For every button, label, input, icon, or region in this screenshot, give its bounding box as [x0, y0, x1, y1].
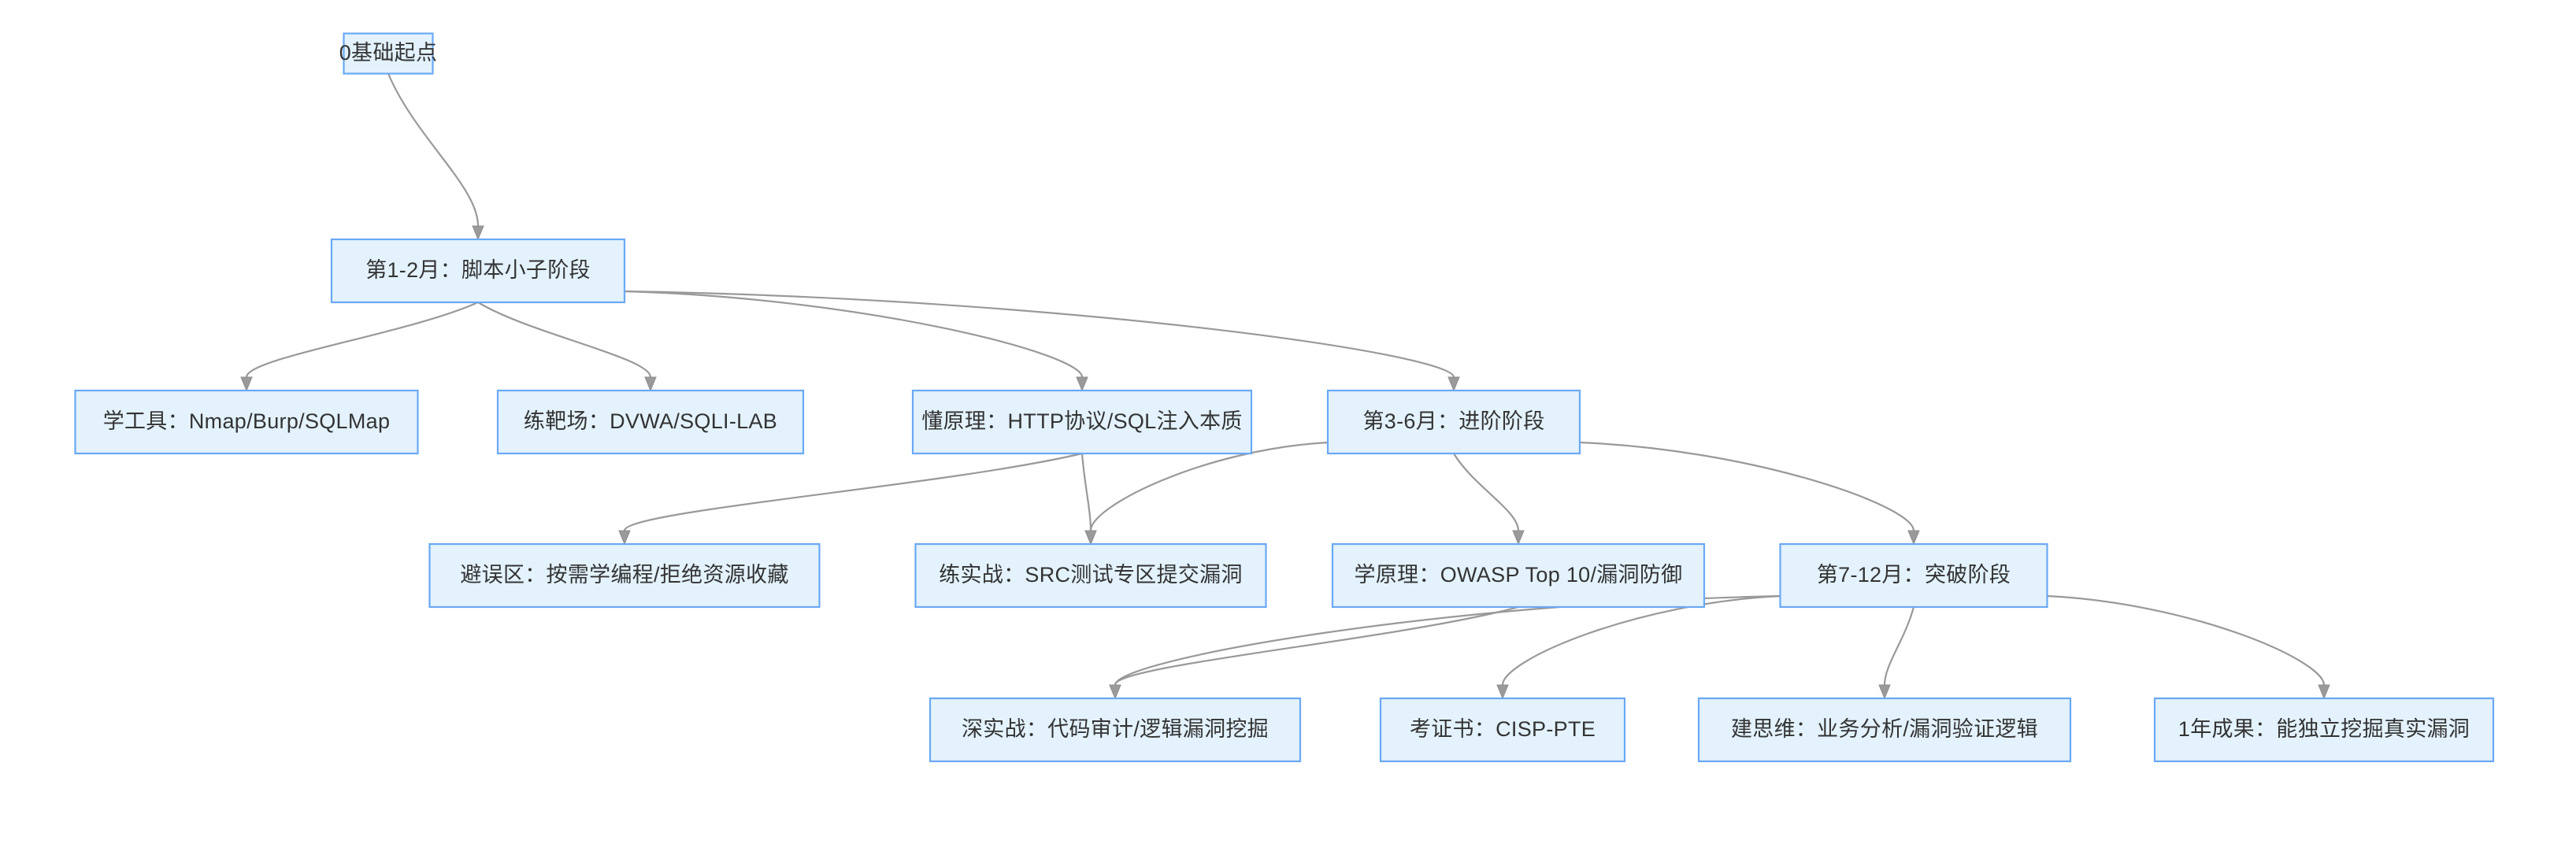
- edge-n9-to-n12: [1883, 606, 1915, 686]
- node-label-n5: 第3-6月：进阶阶段: [1362, 409, 1544, 433]
- node-box-n12[interactable]: [1697, 697, 2072, 763]
- arrowhead-n9-to-n11: [1496, 684, 1509, 700]
- flow-node-n2[interactable]: 学工具：Nmap/Burp/SQLMap: [74, 389, 419, 455]
- flow-node-n7[interactable]: 练实战：SRC测试专区提交漏洞: [914, 542, 1267, 609]
- edge-n9-to-n13: [2047, 594, 2326, 686]
- node-label-n7: 练实战：SRC测试专区提交漏洞: [939, 563, 1243, 587]
- node-label-n6: 避误区：按需学编程/拒绝资源收藏: [460, 563, 788, 587]
- node-box-n5[interactable]: [1326, 389, 1581, 455]
- edge-n1-to-n4: [624, 290, 1084, 378]
- node-label-n11: 考证书：CISP-PTE: [1410, 717, 1596, 741]
- edges-layer: [240, 73, 2330, 700]
- arrowhead-n5-to-n9: [1907, 530, 1920, 546]
- arrowhead-n1-to-n5: [1447, 376, 1460, 392]
- node-box-n3[interactable]: [496, 389, 805, 455]
- edge-n8-to-n10: [1114, 605, 1519, 686]
- arrowhead-n0-to-n1: [472, 225, 484, 241]
- arrowhead-n1-to-n4: [1076, 376, 1088, 392]
- node-label-n10: 深实战：代码审计/逻辑漏洞挖掘: [962, 717, 1269, 741]
- node-label-n1: 第1-2月：脚本小子阶段: [365, 258, 591, 282]
- arrowhead-n1-to-n2: [240, 376, 253, 392]
- flow-node-n6[interactable]: 避误区：按需学编程/拒绝资源收藏: [428, 542, 821, 609]
- node-box-n4[interactable]: [911, 389, 1253, 455]
- node-box-n6[interactable]: [428, 542, 821, 609]
- flow-node-n10[interactable]: 深实战：代码审计/逻辑漏洞挖掘: [928, 697, 1302, 763]
- node-box-n11[interactable]: [1379, 697, 1626, 763]
- edge-n5-to-n7: [1089, 441, 1329, 531]
- edge-n4-to-n6: [623, 452, 1083, 531]
- flow-node-n11[interactable]: 考证书：CISP-PTE: [1379, 697, 1626, 763]
- flow-node-n13[interactable]: 1年成果：能独立挖掘真实漏洞: [2153, 697, 2495, 763]
- flow-node-n8[interactable]: 学原理：OWASP Top 10/漏洞防御: [1331, 542, 1706, 609]
- flow-node-n4[interactable]: 懂原理：HTTP协议/SQL注入本质: [911, 389, 1253, 455]
- edge-n9-to-n11: [1501, 594, 1781, 686]
- flow-node-n5[interactable]: 第3-6月：进阶阶段: [1326, 389, 1581, 455]
- node-box-n1[interactable]: [330, 238, 626, 304]
- node-label-n9: 第7-12月：突破阶段: [1817, 563, 2011, 587]
- node-label-n3: 练靶场：DVWA/SQLI-LAB: [524, 409, 777, 433]
- edge-n1-to-n3: [477, 302, 652, 378]
- node-box-n7[interactable]: [914, 542, 1267, 609]
- flow-node-n12[interactable]: 建思维：业务分析/漏洞验证逻辑: [1697, 697, 2072, 763]
- arrowhead-n9-to-n12: [1878, 684, 1891, 700]
- node-label-n0: 0基础起点: [339, 41, 438, 65]
- arrowhead-n9-to-n10: [1109, 684, 1121, 700]
- flow-node-n0[interactable]: 0基础起点: [339, 32, 438, 75]
- node-box-n8[interactable]: [1331, 542, 1706, 609]
- flow-node-n3[interactable]: 练靶场：DVWA/SQLI-LAB: [496, 389, 805, 455]
- node-label-n13: 1年成果：能独立挖掘真实漏洞: [2178, 717, 2470, 741]
- flow-node-n9[interactable]: 第7-12月：突破阶段: [1779, 542, 2048, 609]
- edge-n5-to-n9: [1579, 441, 1915, 531]
- edge-n1-to-n5: [624, 290, 1455, 378]
- node-box-n9[interactable]: [1779, 542, 2048, 609]
- node-label-n12: 建思维：业务分析/漏洞验证逻辑: [1731, 717, 2038, 741]
- edge-n1-to-n2: [245, 301, 479, 378]
- arrowhead-n5-to-n8: [1512, 530, 1525, 546]
- node-box-n2[interactable]: [74, 389, 419, 455]
- edge-n0-to-n1: [387, 73, 480, 227]
- node-label-n8: 学原理：OWASP Top 10/漏洞防御: [1355, 563, 1683, 587]
- arrowhead-n9-to-n13: [2318, 684, 2330, 700]
- node-box-n10[interactable]: [928, 697, 1302, 763]
- edge-n4-to-n7: [1080, 453, 1092, 531]
- arrowhead-n1-to-n3: [644, 376, 657, 392]
- arrowhead-n5-to-n7: [1084, 530, 1097, 546]
- flow-node-n1[interactable]: 第1-2月：脚本小子阶段: [330, 238, 626, 304]
- edge-n5-to-n8: [1453, 453, 1520, 531]
- node-box-n13[interactable]: [2153, 697, 2495, 763]
- node-label-n4: 懂原理：HTTP协议/SQL注入本质: [921, 409, 1242, 433]
- arrowhead-n4-to-n6: [618, 530, 631, 546]
- node-label-n2: 学工具：Nmap/Burp/SQLMap: [103, 409, 391, 433]
- node-box-n0[interactable]: [343, 32, 434, 75]
